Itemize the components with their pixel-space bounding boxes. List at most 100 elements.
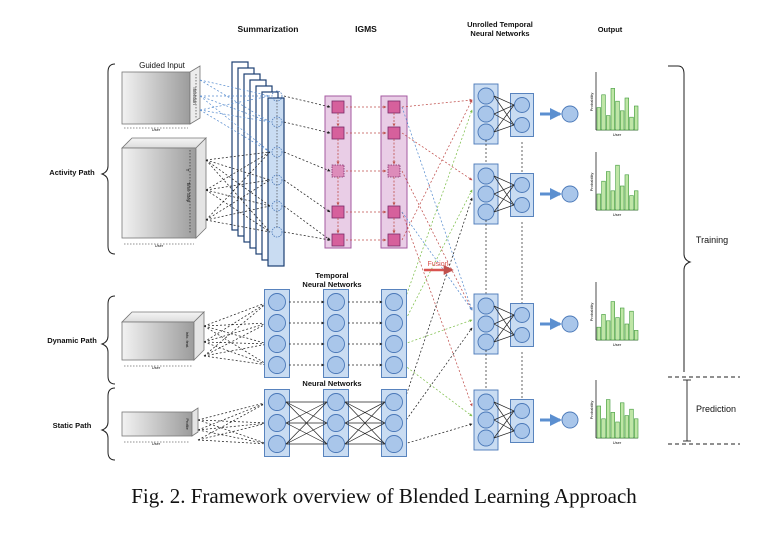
summary-to-igms-link (283, 151, 331, 172)
output-bar (610, 412, 615, 439)
igms-node (387, 100, 401, 114)
label-dynamic-path: Dynamic Path (47, 336, 97, 345)
output-bar (634, 330, 639, 341)
output-bar (634, 105, 639, 131)
unrolled-edge (493, 184, 515, 213)
output-bar (596, 326, 601, 341)
output-y-axis-label: Probability (589, 93, 594, 112)
unrolled-edge (493, 305, 515, 336)
igms-to-unrolled-link (401, 98, 473, 108)
nn-node (514, 177, 530, 193)
igms-node (387, 233, 401, 247)
unrolled-edge (493, 419, 515, 432)
header-output: Output (598, 25, 623, 34)
summarization-layers (231, 61, 285, 267)
nn-node (268, 393, 286, 411)
output-bar (601, 94, 606, 131)
static-nn-edge (285, 401, 328, 445)
output-bar (615, 421, 620, 439)
igms-to-unrolled-link (401, 170, 473, 311)
output-bar (615, 317, 620, 341)
temporal-nn-label-line1: Temporal (315, 271, 348, 280)
output-bar (629, 310, 634, 341)
timestep-to-summary-link (205, 179, 271, 191)
igms-node (331, 126, 345, 140)
unrolled-edge (493, 323, 515, 336)
static-to-nn-link (197, 422, 269, 441)
nn-node (385, 414, 403, 432)
unrolled-edge (493, 193, 515, 206)
output-bar (606, 115, 611, 131)
unrolled-edge (493, 401, 515, 412)
nn-node (385, 314, 403, 332)
output-bar (620, 110, 625, 131)
nn-node (327, 356, 345, 374)
nn-node (327, 414, 345, 432)
timestep-to-summary-link (205, 205, 271, 221)
static-nn-edge (285, 401, 328, 424)
nn-node (477, 393, 495, 411)
output-y-axis-label: Probability (589, 303, 594, 322)
nn-node (268, 435, 286, 453)
nn-node (477, 315, 495, 333)
igms-node (387, 126, 401, 140)
output-y-axis-label: Probability (589, 173, 594, 192)
summary-to-igms-link (283, 121, 331, 134)
unrolled-edge (493, 204, 515, 213)
static-to-unrolled-link (403, 423, 473, 445)
static-cube: Profile User (121, 407, 199, 446)
brace-static (100, 387, 116, 461)
nn-node (268, 293, 286, 311)
unrolled-edge (493, 104, 515, 115)
output-bar (629, 116, 634, 131)
header-summarization: Summarization (238, 24, 299, 34)
output-bar (624, 97, 629, 131)
time-step-user-axis-label: User (155, 243, 164, 248)
intention-axis-label: Intention (192, 87, 197, 105)
unrolled-edge (493, 95, 515, 126)
temporal-to-unrolled-link (403, 109, 473, 303)
temporal-nn-label-line2: Neural Networks (302, 280, 361, 289)
nn-node (327, 335, 345, 353)
timestep-to-summary-link (205, 151, 271, 221)
nn-node (477, 333, 495, 351)
output-bar (596, 193, 601, 211)
header-unrolled-line2: Neural Networks (470, 29, 529, 38)
igms-node (331, 205, 345, 219)
summary-to-igms-link (283, 179, 331, 213)
unrolled-edge (493, 430, 515, 439)
nn-node (327, 393, 345, 411)
nn-node (327, 435, 345, 453)
static-nn-edge (344, 401, 386, 424)
guided-input-cube: Intention User (121, 65, 201, 132)
output-bar (615, 100, 620, 131)
unrolled-edge (493, 113, 515, 126)
summary-to-igms-link (283, 231, 331, 242)
nn-node (477, 185, 495, 203)
timestep-to-summary-link (205, 189, 271, 207)
output-bar (601, 180, 606, 211)
nn-node (385, 393, 403, 411)
nn-node (514, 423, 530, 439)
static-nn-edge (344, 401, 386, 445)
timestep-to-summary-link (205, 219, 271, 233)
dynamic-to-temporal-link (203, 321, 269, 327)
nn-node (514, 97, 530, 113)
dynamic-user-axis-label: User (152, 365, 161, 370)
timestep-to-summary-link (205, 151, 271, 161)
output-bar (629, 195, 634, 211)
nn-node (327, 314, 345, 332)
igms-node (387, 205, 401, 219)
unrolled-edge (493, 104, 515, 133)
unrolled-edge (493, 410, 515, 439)
output-bar (634, 418, 639, 439)
static-feature-axis-label: Profile (185, 418, 190, 430)
unrolled-edge (493, 184, 515, 195)
dynamic-to-temporal-link (203, 342, 269, 357)
dynamic-feature-axis-label: Info. feat. (185, 332, 190, 349)
static-to-nn-link (197, 421, 269, 431)
output-x-axis-label: User (613, 212, 622, 217)
summary-to-igms-link (283, 95, 331, 108)
output-bar (606, 399, 611, 439)
